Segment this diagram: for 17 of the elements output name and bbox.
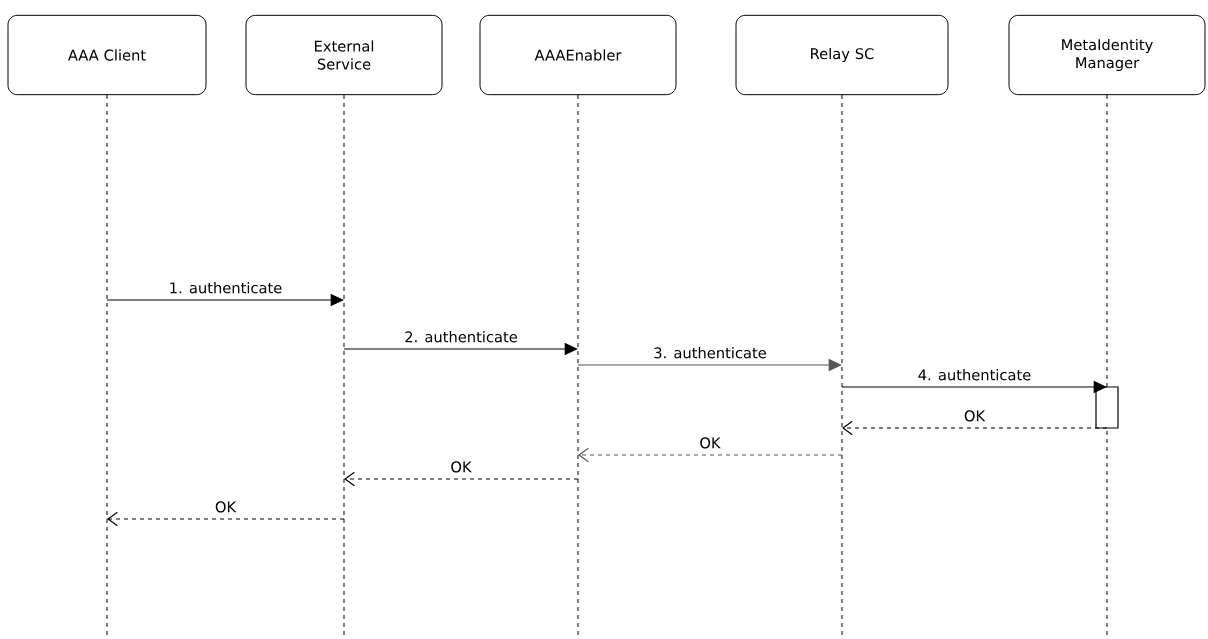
edge-label: 1. authenticate xyxy=(170,282,282,294)
edge-label: OK xyxy=(700,437,721,449)
edge-label: OK xyxy=(451,461,472,473)
arrow xyxy=(578,447,843,463)
participant-box: AAAEnabler xyxy=(479,14,677,96)
edge-label: 3. authenticate xyxy=(654,347,766,359)
edge-label: 4. authenticate xyxy=(918,369,1031,381)
arrow xyxy=(344,471,579,487)
arrow xyxy=(842,420,1108,436)
participant-box: External Service xyxy=(245,14,443,96)
participant-box: Relay SC xyxy=(735,14,949,96)
participant-box: AAA Client xyxy=(7,14,207,96)
arrow xyxy=(107,511,345,527)
edge-label: OK xyxy=(215,501,237,513)
edge-label: OK xyxy=(964,410,986,422)
edge-label: 2. authenticate xyxy=(405,331,517,343)
participant-box: MetaIdentity Manager xyxy=(1008,14,1206,96)
